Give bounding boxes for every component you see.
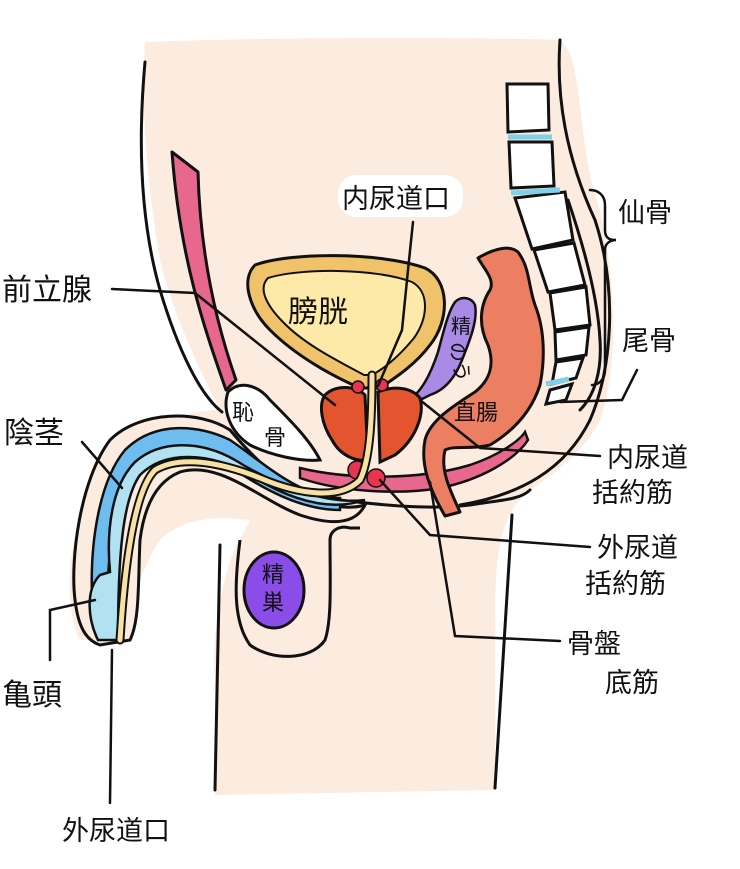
thigh-back-outline <box>493 513 514 790</box>
label-penis: 陰茎 <box>4 416 64 451</box>
bladder-lumen <box>262 269 426 376</box>
leader-internal-urethral-orifice <box>376 220 415 388</box>
label-internal-sphincter-1: 内尿道 <box>607 443 688 474</box>
label-prostate: 前立腺 <box>2 273 92 308</box>
leader-penis <box>80 440 124 490</box>
seminal-vesicle <box>414 296 477 402</box>
disc <box>510 187 561 196</box>
rectum <box>422 246 545 518</box>
leader-sacrum-brace <box>588 188 617 387</box>
external-sphincter-right <box>366 468 386 488</box>
vertebra <box>505 82 551 134</box>
label-external-sphincter-2: 括約筋 <box>585 569 666 600</box>
abdominal-muscle <box>170 150 238 392</box>
label-backdrop <box>338 175 463 217</box>
label-rectum: 直腸 <box>454 401 498 426</box>
prostate-left-lobe <box>320 386 370 462</box>
vertebra <box>553 325 591 362</box>
leader-external-urethral-orifice <box>108 648 114 805</box>
vertebra <box>543 381 575 406</box>
vertebrae <box>505 82 592 406</box>
pubic-bone <box>224 383 323 462</box>
leader-pelvic-floor <box>428 480 562 643</box>
intervertebral-discs <box>508 134 570 387</box>
internal-sphincter-left <box>351 380 365 394</box>
front-abdomen-outline <box>139 60 224 414</box>
disc <box>545 376 570 387</box>
perineum-outline <box>338 488 532 509</box>
label-glans: 亀頭 <box>2 678 62 713</box>
vertebra <box>550 356 586 387</box>
label-pubic-bone-2: 骨 <box>264 426 286 451</box>
label-internal-sphincter-2: 括約筋 <box>592 478 673 509</box>
label-testis-2: 巣 <box>262 591 284 616</box>
leader-internal-sphincter <box>418 398 602 458</box>
urethra-lumen <box>117 372 375 643</box>
vertebra <box>507 140 556 190</box>
label-pelvic-floor-1: 骨盤 <box>567 629 621 660</box>
sacrum-posterior-line <box>566 198 602 412</box>
leader-glans <box>48 598 97 662</box>
label-bladder: 膀胱 <box>288 295 348 330</box>
leader-coccyx <box>558 368 639 404</box>
vertebra <box>548 285 592 332</box>
vertebra <box>532 241 587 294</box>
label-sacrum: 仙骨 <box>618 198 672 229</box>
label-pubic-bone-1: 恥 <box>232 401 254 426</box>
label-coccyx: 尾骨 <box>622 326 676 357</box>
label-seminal-vesicle-1: 精 <box>451 314 471 338</box>
thigh-front-outline <box>213 543 222 792</box>
label-pelvic-floor-2: 底筋 <box>605 668 659 699</box>
leader-external-sphincter <box>378 478 592 549</box>
back-outline <box>458 38 612 507</box>
label-external-urethral-orifice: 外尿道口 <box>62 816 170 847</box>
label-external-sphincter-1: 外尿道 <box>597 533 678 564</box>
penis-skin <box>72 414 368 647</box>
label-internal-urethral-orifice: 内尿道口 <box>342 184 450 215</box>
vertebra <box>512 190 575 251</box>
label-testis-1: 精 <box>262 563 284 588</box>
leader-prostate <box>110 287 337 407</box>
testis <box>242 550 306 630</box>
